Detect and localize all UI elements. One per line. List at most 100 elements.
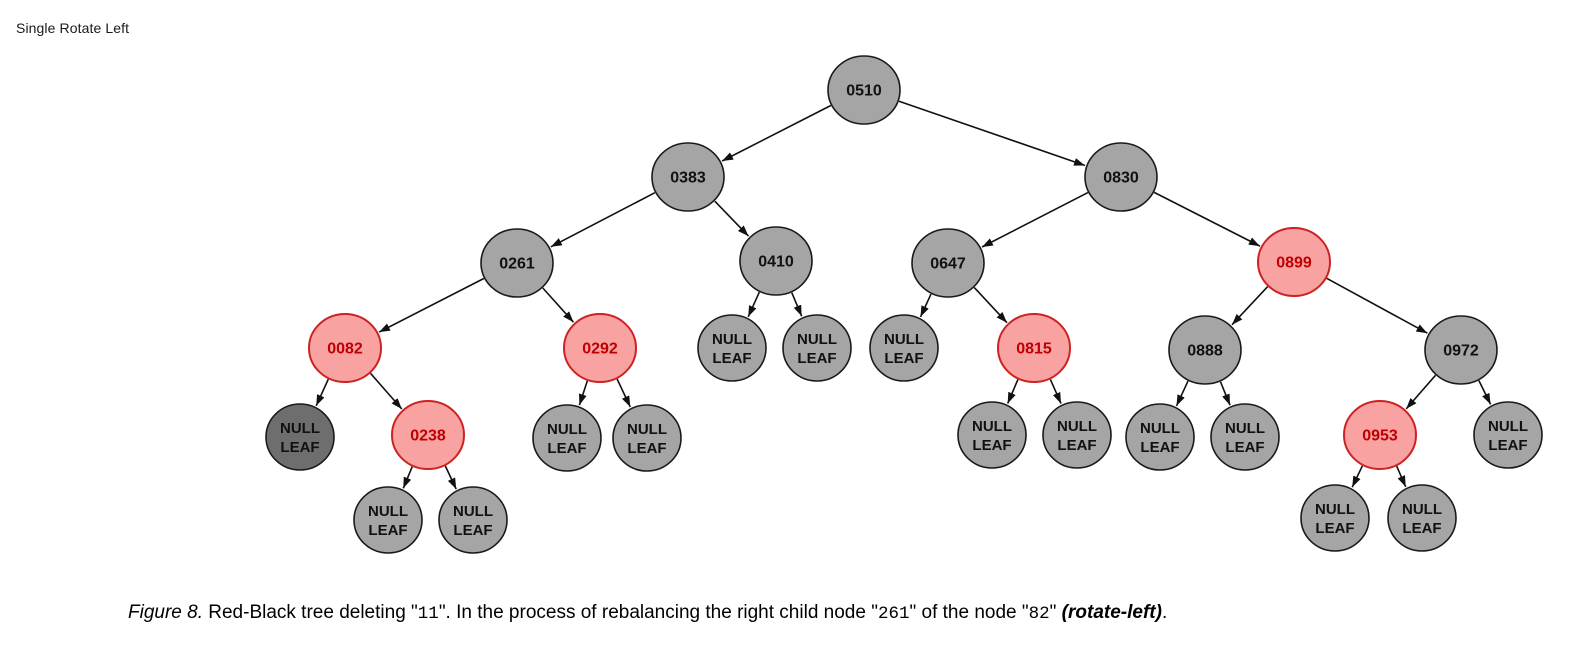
node-label: 0953 (1362, 428, 1398, 445)
null-leaf-label-line: LEAF (1315, 520, 1354, 537)
tree-edge (444, 465, 457, 490)
tree-edge (315, 378, 330, 407)
node-circle (532, 404, 602, 472)
node-circle (1424, 315, 1498, 385)
node-circle (1210, 403, 1280, 471)
caption-code-value: 11 (417, 604, 439, 624)
tree-edge (550, 191, 656, 248)
tree-edge (714, 200, 750, 237)
tree-edge (1219, 381, 1231, 406)
node-label: 0510 (846, 83, 882, 100)
null-leaf-node: NULL LEAF (782, 314, 852, 382)
tree-edge (1395, 465, 1407, 488)
null-leaf-label-line: NULL (1315, 501, 1355, 518)
node-label: 0647 (930, 256, 966, 273)
tree-edge (973, 287, 1008, 324)
node-circle (1300, 484, 1370, 552)
node-circle (1084, 142, 1158, 212)
caption-text: " (1049, 602, 1062, 623)
tree-edge (1049, 379, 1062, 404)
node-label: 0972 (1443, 343, 1479, 360)
null-leaf-label-line: NULL (712, 331, 752, 348)
node-label: 0261 (499, 256, 535, 273)
null-leaf-label-line: LEAF (453, 522, 492, 539)
tree-edge (721, 104, 832, 162)
tree-edge (578, 380, 589, 406)
null-leaf-label-line: LEAF (797, 350, 836, 367)
null-leaf-label-line: LEAF (972, 437, 1011, 454)
tree-node-0647: 0647 (911, 228, 985, 298)
tree-edge (1006, 379, 1019, 404)
node-circle (353, 486, 423, 554)
node-circle (438, 486, 508, 554)
tree-node-0261: 0261 (480, 228, 554, 298)
node-circle (1473, 401, 1543, 469)
tree-node-0410: 0410 (739, 226, 813, 296)
node-circle (1042, 401, 1112, 469)
diagram-title: Single Rotate Left (16, 20, 130, 36)
caption-text: . (1161, 602, 1168, 623)
tree-edge (1326, 277, 1428, 334)
node-circle (739, 226, 813, 296)
tree-edge (1351, 465, 1364, 488)
caption-code-value: 82 (1028, 604, 1050, 624)
node-label: 0888 (1187, 343, 1223, 360)
node-label: NULL LEAF (453, 503, 493, 539)
tree-edge (378, 277, 485, 333)
node-circle (782, 314, 852, 382)
figure-caption: Figure 8. Red-Black tree deleting "11". … (128, 602, 1167, 624)
node-label: 0082 (327, 341, 363, 358)
tree-edge (402, 466, 413, 489)
node-circle (563, 313, 637, 383)
tree-edge (1478, 380, 1492, 405)
null-leaf-node: NULL LEAF (438, 486, 508, 554)
node-circle (827, 55, 901, 125)
tree-node-0972: 0972 (1424, 315, 1498, 385)
null-leaf-label-line: LEAF (1140, 439, 1179, 456)
node-circle (391, 400, 465, 470)
node-circle (1125, 403, 1195, 471)
null-leaf-node: NULL LEAF (1473, 401, 1543, 469)
node-circle (265, 403, 335, 471)
null-leaf-label-line: NULL (1488, 418, 1528, 435)
null-leaf-label-line: NULL (368, 503, 408, 520)
node-label: 0830 (1103, 170, 1139, 187)
tree-edge (747, 291, 761, 318)
caption-text: " of the node " (909, 602, 1029, 623)
null-leaf-label-line: NULL (453, 503, 493, 520)
node-label: 0410 (758, 254, 794, 271)
tree-node-0292: 0292 (563, 313, 637, 383)
tree-edge (542, 287, 575, 323)
null-leaf-label-line: NULL (797, 331, 837, 348)
tree-node-0510: 0510 (827, 55, 901, 125)
node-circle (869, 314, 939, 382)
tree-node-0383: 0383 (651, 142, 725, 212)
null-leaf-label-line: NULL (280, 420, 320, 437)
null-leaf-label-line: LEAF (547, 440, 586, 457)
null-leaf-label-line: LEAF (627, 440, 666, 457)
node-circle (651, 142, 725, 212)
node-circle (1343, 400, 1417, 470)
null-leaf-label-line: NULL (1402, 501, 1442, 518)
null-leaf-label-line: LEAF (1488, 437, 1527, 454)
tree-node-0082: 0082 (308, 313, 382, 383)
node-label: 0292 (582, 341, 618, 358)
caption-figure-label: Figure 8. (128, 602, 203, 623)
